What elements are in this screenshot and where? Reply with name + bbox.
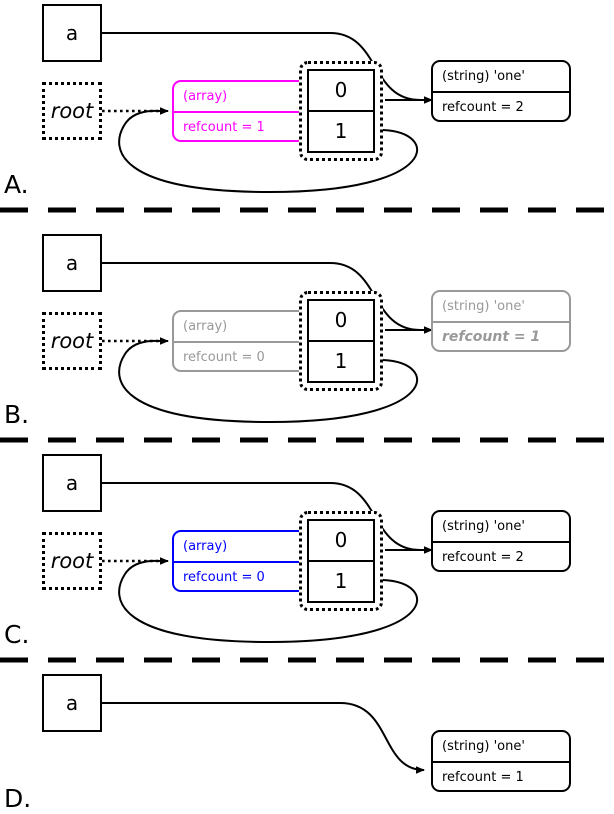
array-index-cell-0: 0 (309, 301, 373, 342)
variable-box-a: a (42, 234, 102, 292)
string-refcount-line: refcount = 1 (442, 770, 524, 785)
string-type-line: (string) 'one' (433, 732, 569, 763)
panel-label-a: A. (4, 170, 29, 199)
panel-b: a root (array) refcount = 0 0 1 (string)… (0, 230, 614, 440)
array-index-cell-1: 1 (334, 569, 348, 593)
array-index-cell-1: 1 (334, 119, 348, 143)
panel-label-d: D. (4, 784, 32, 813)
string-type-line: (string) 'one' (433, 512, 569, 543)
array-refcount-line: refcount = 0 (183, 350, 265, 365)
variable-label: a (65, 251, 79, 275)
panel-c: a root (array) refcount = 0 0 1 (string)… (0, 450, 614, 660)
array-zval-box: (array) refcount = 1 (172, 80, 312, 142)
array-zval-box: (array) refcount = 0 (172, 310, 312, 372)
array-zval-box: (array) refcount = 0 (172, 530, 312, 592)
root-label: root (50, 329, 94, 353)
panel-label-c: C. (4, 620, 30, 649)
variable-label: a (65, 691, 79, 715)
array-refcount-line: refcount = 1 (183, 120, 265, 135)
root-label: root (50, 549, 94, 573)
variable-label: a (65, 471, 79, 495)
array-index-cells: 0 1 (307, 69, 375, 153)
string-zval-box: (string) 'one' refcount = 2 (431, 510, 571, 572)
root-box: root (42, 312, 102, 370)
string-zval-box: (string) 'one' refcount = 1 (431, 730, 571, 792)
panel-a: a root (array) refcount = 1 0 1 (string)… (0, 0, 614, 210)
variable-box-a: a (42, 454, 102, 512)
array-index-wrapper: 0 1 (299, 511, 383, 611)
array-index-wrapper: 0 1 (299, 291, 383, 391)
array-index-cell-0: 0 (309, 521, 373, 562)
string-refcount-line: refcount = 2 (442, 550, 524, 565)
string-type-line: (string) 'one' (433, 62, 569, 93)
string-refcount-line: refcount = 2 (442, 100, 524, 115)
root-label: root (50, 99, 94, 123)
array-index-cells: 0 1 (307, 299, 375, 383)
array-index-cell-0: 0 (309, 71, 373, 112)
array-type-line: (array) (174, 312, 310, 343)
array-index-cell-1: 1 (334, 349, 348, 373)
array-type-line: (array) (174, 82, 310, 113)
array-type-line: (array) (174, 532, 310, 563)
string-zval-box: (string) 'one' refcount = 1 (431, 290, 571, 352)
root-box: root (42, 82, 102, 140)
variable-label: a (65, 21, 79, 45)
panel-d: a (string) 'one' refcount = 1 D. (0, 670, 614, 814)
array-refcount-line: refcount = 0 (183, 570, 265, 585)
variable-box-a: a (42, 4, 102, 62)
array-index-wrapper: 0 1 (299, 61, 383, 161)
array-index-cells: 0 1 (307, 519, 375, 603)
string-type-line: (string) 'one' (433, 292, 569, 323)
string-zval-box: (string) 'one' refcount = 2 (431, 60, 571, 122)
string-refcount-line: refcount = 1 (442, 329, 541, 345)
variable-box-a: a (42, 674, 102, 732)
panel-label-b: B. (4, 400, 30, 429)
root-box: root (42, 532, 102, 590)
